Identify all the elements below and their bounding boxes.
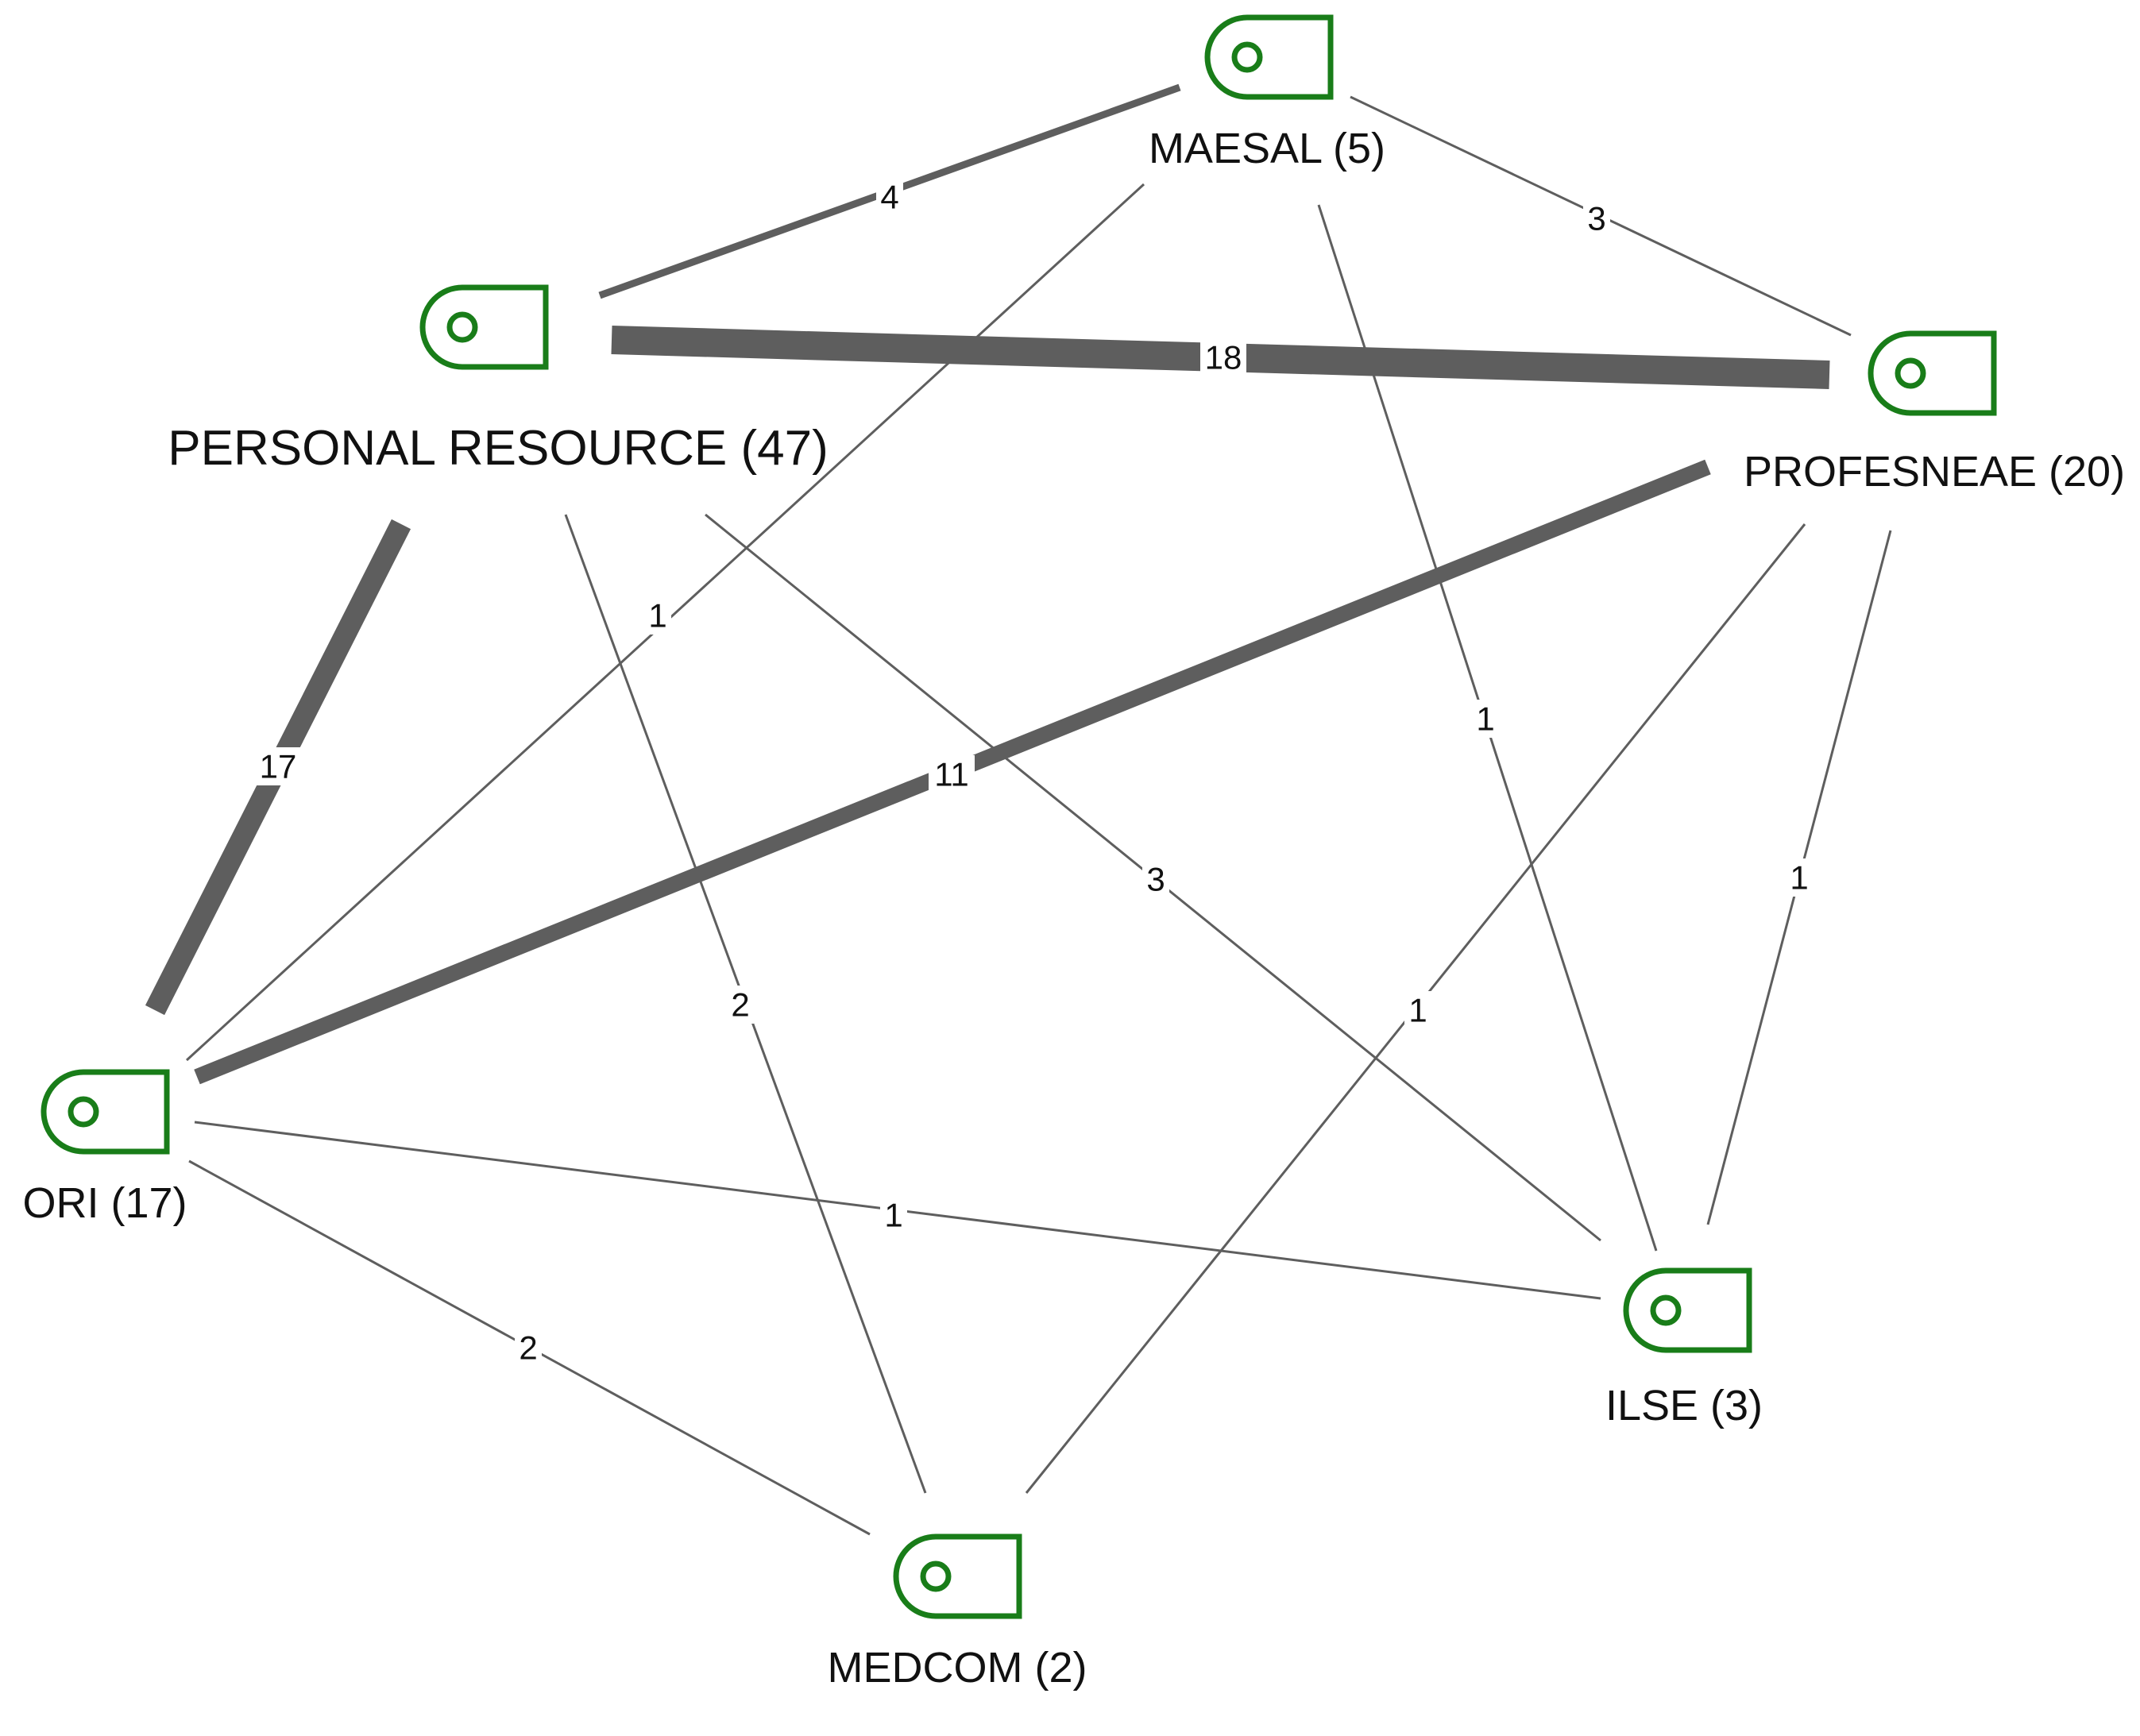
edge-weight-label-profesneae-medcom: 1 [1408, 992, 1427, 1029]
edge-weight-label-maesal-profesneae: 3 [1587, 200, 1605, 237]
node-label-ilse: ILSE (3) [1605, 1382, 1763, 1429]
node-ori[interactable]: ORI (17) [22, 1069, 187, 1227]
node-code-icon [1868, 330, 1997, 416]
node-label-ori: ORI (17) [22, 1179, 187, 1227]
edge-label-background [876, 178, 903, 216]
edge-weight-label-personal-profesneae: 18 [1205, 339, 1242, 376]
edge-weight-label-maesal-ilse: 1 [1476, 700, 1494, 738]
edge-label-background [880, 1196, 907, 1234]
edge-weight-label-personal-medcom: 2 [731, 986, 749, 1024]
edge-label-background [1786, 858, 1813, 897]
node-code-icon [893, 1533, 1022, 1619]
node-label-profesneae: PROFESNEAE (20) [1744, 448, 2125, 496]
edge-weight-label-personal-ilse: 3 [1146, 861, 1165, 898]
nodes-layer: MAESAL (5) PERSONAL RESOURCE (47) PROFESNE… [22, 14, 2125, 1692]
node-icon-dot [920, 1560, 952, 1592]
edge-weight-label-maesal-ori: 1 [648, 597, 666, 635]
edge-label-background [929, 755, 975, 793]
node-label-medcom: MEDCOM (2) [828, 1644, 1087, 1692]
edge-weight-label-ori-ilse: 1 [884, 1197, 902, 1234]
edge-label-background [727, 986, 754, 1024]
edge-label-background [515, 1329, 542, 1367]
node-profesneae[interactable]: PROFESNEAE (20) [1744, 330, 2125, 496]
node-icon-dot [68, 1096, 99, 1128]
edge-weight-label-ori-medcom: 2 [519, 1329, 537, 1367]
node-code-icon [41, 1069, 170, 1155]
edge-label-background [1472, 700, 1499, 738]
edge-label-background [1200, 338, 1246, 376]
edge-weight-label-profesneae-ori: 11 [934, 756, 969, 793]
node-icon-dot [1650, 1294, 1682, 1326]
edge-label-background [1142, 860, 1169, 898]
node-icon-dot [1231, 41, 1263, 73]
edge-weight-label-maesal-personal: 4 [880, 179, 898, 216]
edge-weight-label-profesneae-ilse: 1 [1790, 859, 1808, 897]
node-icon-dot [446, 311, 478, 343]
edge-label-background [1583, 199, 1610, 237]
node-code-icon [1623, 1267, 1752, 1353]
node-medcom[interactable]: MEDCOM (2) [828, 1533, 1087, 1692]
edge-label-background [644, 596, 671, 635]
node-label-personal: PERSONAL RESOURCE (47) [168, 421, 828, 476]
node-icon-dot [1895, 357, 1926, 389]
node-label-maesal: MAESAL (5) [1149, 125, 1385, 172]
node-personal[interactable]: PERSONAL RESOURCE (47) [168, 284, 829, 476]
edge-label-background [255, 747, 301, 785]
node-code-icon [419, 284, 549, 370]
node-ilse[interactable]: ILSE (3) [1605, 1267, 1763, 1429]
node-code-icon [1204, 14, 1334, 100]
edge-label-background [1404, 991, 1431, 1029]
node-maesal[interactable]: MAESAL (5) [1149, 14, 1385, 172]
edge-weight-label-personal-ori: 17 [260, 748, 297, 785]
